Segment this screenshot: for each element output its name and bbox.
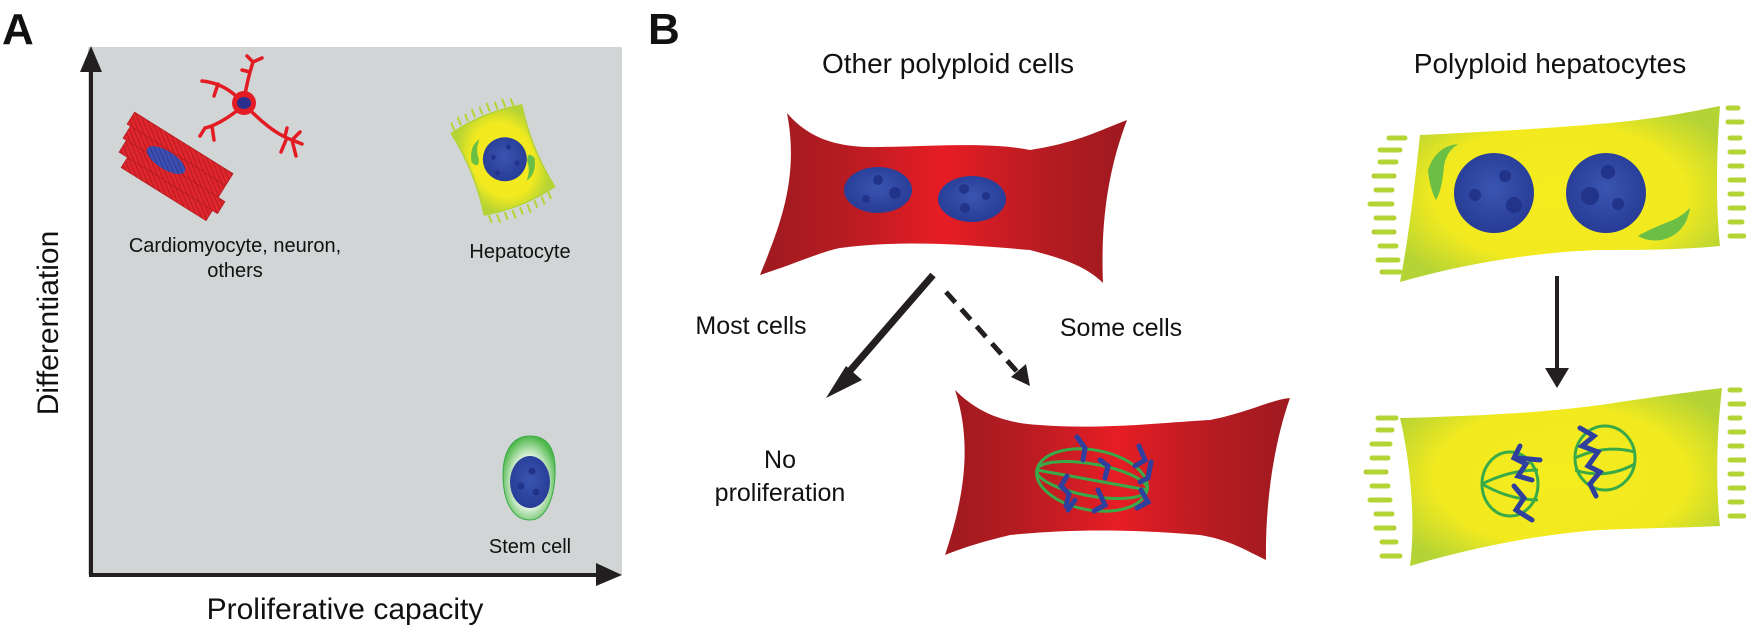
- mitotic-red-cell-icon: [945, 390, 1290, 560]
- x-axis-arrowhead: [596, 563, 622, 586]
- no-proliferation-line2: proliferation: [714, 478, 846, 507]
- cardiomyocyte-icon: [118, 111, 234, 222]
- no-proliferation-label: No proliferation: [690, 444, 870, 509]
- polyploid-hepatocytes-title: Polyploid hepatocytes: [1413, 48, 1687, 79]
- neuron-icon: [198, 54, 304, 158]
- hepatocyte-label: Hepatocyte: [469, 241, 571, 263]
- cardiomyocyte-label-line2: others: [207, 260, 263, 282]
- hepatocyte-arrow-down: [1545, 276, 1569, 388]
- panel-b-letter: B: [648, 5, 680, 54]
- y-axis-arrowhead: [80, 46, 102, 72]
- mitotic-hepatocyte-icon: [1363, 387, 1746, 566]
- cardiomyocyte-neuron-label: Cardiomyocyte, neuron, others: [100, 234, 370, 284]
- binucleate-hepatocyte-icon: [1367, 105, 1746, 282]
- hepatocyte-icon: [450, 98, 556, 224]
- y-axis-label: Differentiation: [32, 230, 65, 416]
- stem-cell-label: Stem cell: [488, 536, 572, 558]
- cardiomyocyte-label-line1: Cardiomyocyte, neuron,: [128, 235, 342, 257]
- some-cells-label: Some cells: [1059, 314, 1183, 342]
- most-cells-label: Most cells: [695, 312, 807, 340]
- other-polyploid-cells-title: Other polyploid cells: [821, 48, 1075, 79]
- panel-a-letter: A: [2, 5, 34, 54]
- binucleate-red-cell-icon: [760, 113, 1127, 283]
- dashed-arrow-some-cells: [944, 290, 1030, 386]
- no-proliferation-line1: No: [764, 446, 796, 474]
- stem-cell-icon: [502, 435, 556, 521]
- solid-arrow-most-cells: [826, 272, 936, 398]
- x-axis-label: Proliferative capacity: [206, 593, 484, 626]
